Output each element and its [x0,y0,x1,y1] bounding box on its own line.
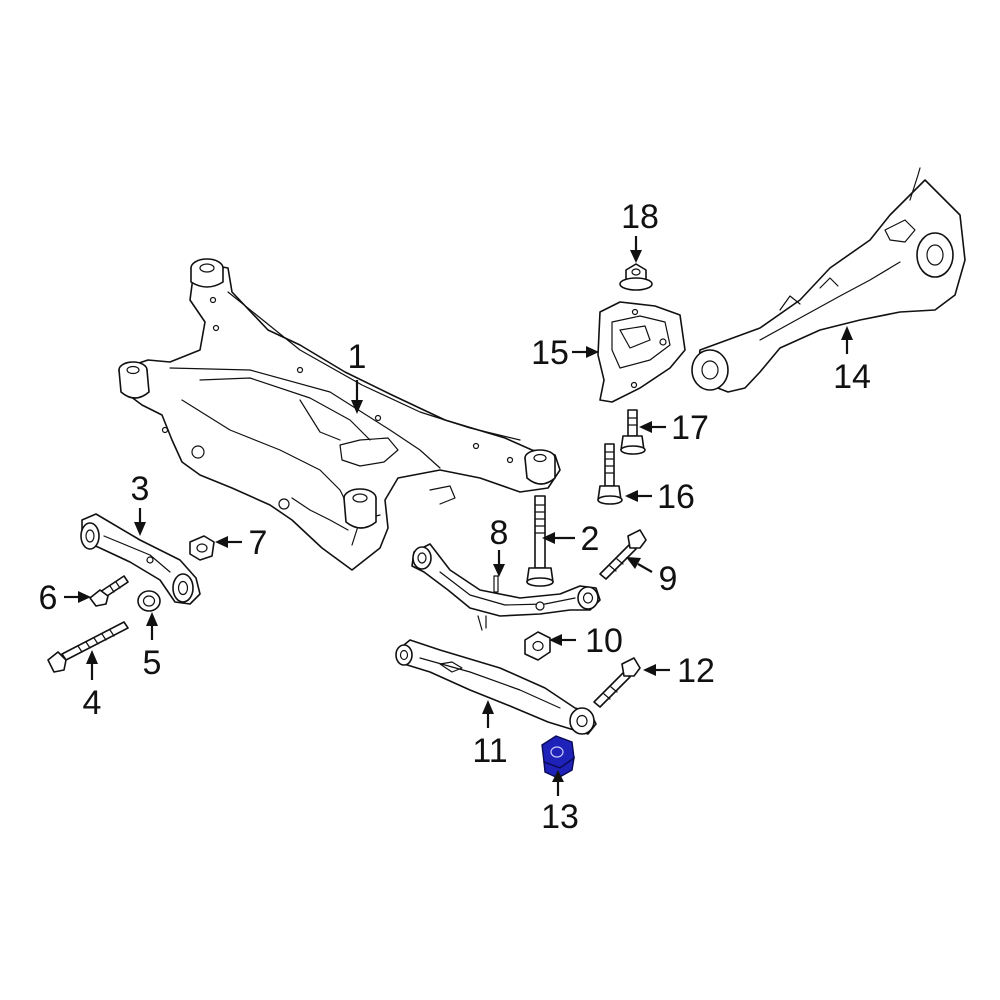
callout-7: 7 [215,524,267,562]
callout-6: 6 [39,579,91,617]
bushing-nut[interactable] [189,535,215,561]
vertical-bolt[interactable] [597,443,623,505]
callout-label-18: 18 [621,198,659,236]
callout-label-17: 17 [671,409,709,447]
angled-bolt[interactable] [599,529,647,580]
washer[interactable] [137,590,161,612]
callout-17: 17 [639,409,709,447]
callout-label-2: 2 [581,520,600,558]
callout-label-12: 12 [677,652,715,690]
callout-13: 13 [541,770,579,836]
bracket-bolt[interactable] [620,409,646,455]
long-bolt[interactable] [526,495,554,587]
callout-15: 15 [531,334,599,372]
callout-11: 11 [472,700,508,770]
lower-control-arm[interactable] [395,639,597,735]
callout-2: 2 [542,520,599,558]
callout-1: 1 [348,338,367,414]
callout-12: 12 [643,652,715,690]
callout-label-15: 15 [531,334,569,372]
callout-label-4: 4 [83,684,102,722]
upper-link-arm[interactable] [80,513,201,605]
callout-4: 4 [83,650,102,722]
callout-label-10: 10 [585,622,623,660]
callout-label-5: 5 [143,644,162,682]
callout-8: 8 [490,514,509,577]
callout-14: 14 [833,326,871,396]
callout-label-8: 8 [490,514,509,552]
subframe-crossmember[interactable] [118,258,561,571]
hex-nut[interactable] [524,631,551,661]
trailing-arm-knuckle[interactable] [691,167,966,393]
callout-3: 3 [131,470,150,536]
flange-nut[interactable] [619,263,653,291]
long-bolt-lower[interactable] [47,621,129,673]
callout-label-7: 7 [249,524,268,562]
callout-label-1: 1 [348,338,367,376]
callout-label-3: 3 [131,470,150,508]
short-bolt[interactable] [89,575,129,607]
callout-label-13: 13 [541,798,579,836]
callout-label-11: 11 [472,732,507,770]
upper-control-arm[interactable] [411,543,601,631]
callout-5: 5 [143,612,162,682]
callout-9: 9 [626,557,677,598]
callout-10: 10 [549,622,623,660]
mounting-bracket[interactable] [597,301,686,403]
highlighted-nut[interactable] [541,735,575,779]
callout-16: 16 [625,478,695,516]
callout-label-14: 14 [833,358,871,396]
callout-label-9: 9 [659,560,678,598]
arm-bolt[interactable] [593,657,641,708]
callout-label-6: 6 [39,579,58,617]
callout-label-16: 16 [657,478,695,516]
callout-18: 18 [621,198,659,263]
